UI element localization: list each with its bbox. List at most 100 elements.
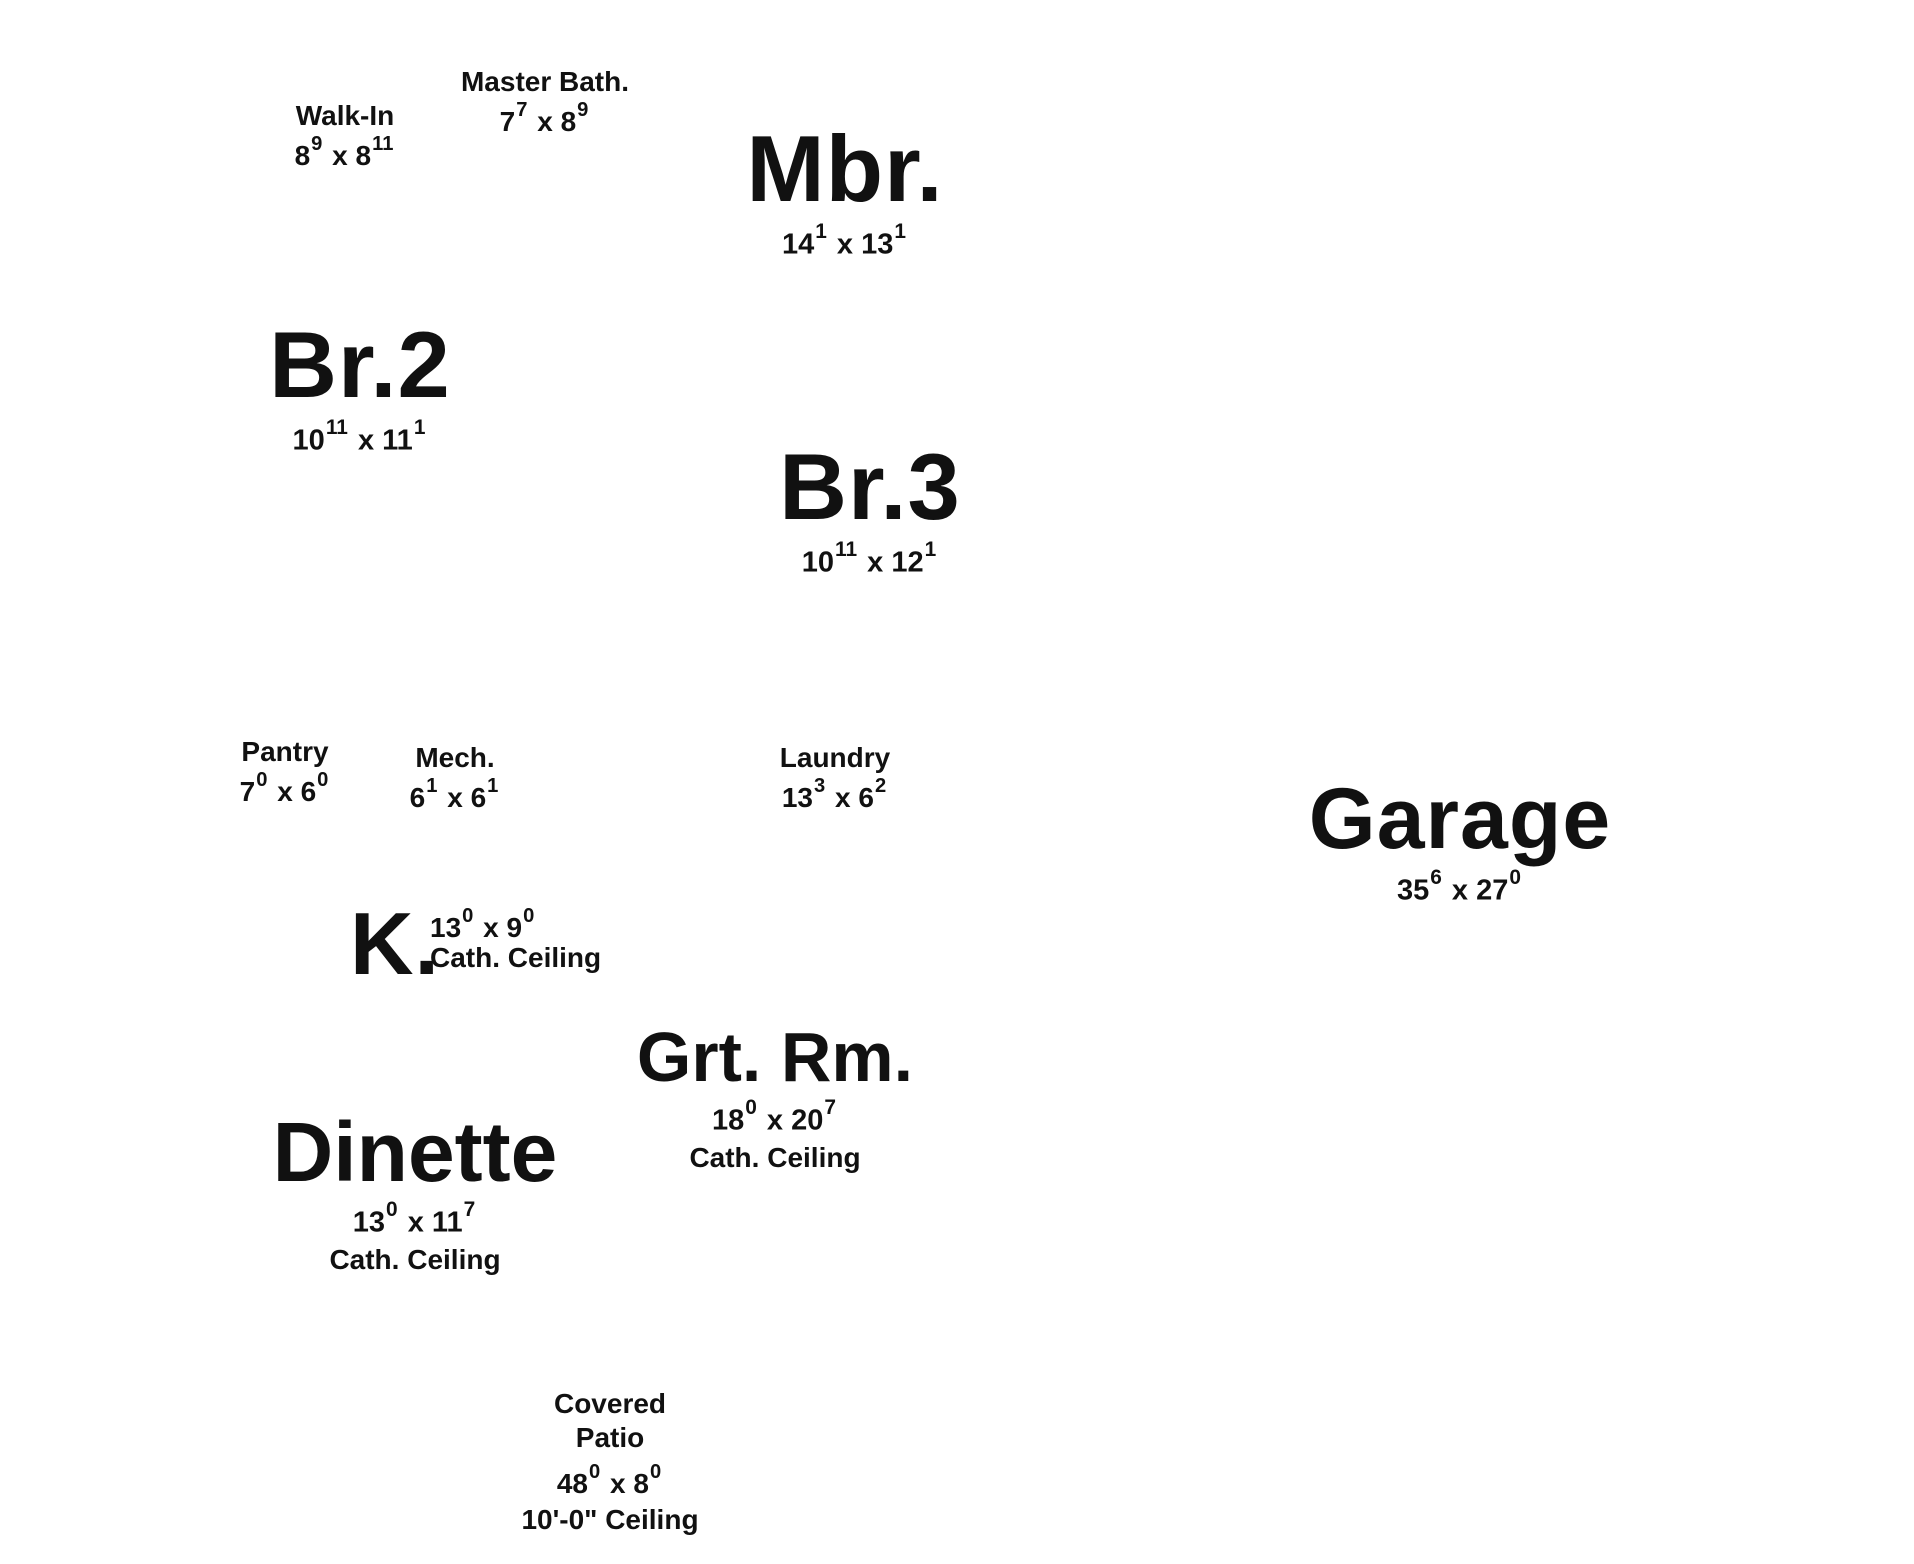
dim-width-inches: 0 — [745, 1096, 757, 1119]
dim-depth-inches: 9 — [577, 99, 589, 121]
dim-width-inches: 11 — [835, 538, 858, 561]
dim-width: 7 — [499, 106, 516, 138]
ceiling-note: 10'-0" Ceiling — [521, 1504, 699, 1536]
dim-depth-inches: 1 — [894, 220, 907, 243]
room-name-line-1: Covered — [553, 1388, 667, 1419]
room-name: Laundry — [779, 742, 891, 773]
room-dinette: Dinette 130 x 117 Cath. Ceiling — [260, 1110, 570, 1274]
dim-separator: x — [537, 106, 553, 138]
dim-width-inches: 6 — [1430, 866, 1442, 889]
dim-depth-inches: 7 — [824, 1096, 837, 1119]
dim-width: 13 — [430, 912, 462, 944]
dim-separator: x — [610, 1468, 626, 1500]
room-bedroom-2: Br.2 1011 x 111 — [265, 318, 455, 456]
room-name: Pantry — [241, 736, 329, 767]
room-dimensions: 480 x 80 — [510, 1462, 710, 1498]
dim-separator: x — [277, 776, 293, 808]
ceiling-note: Cath. Ceiling — [329, 1243, 501, 1275]
ceiling-note: Cath. Ceiling — [689, 1141, 861, 1173]
dim-depth: 11 — [382, 424, 413, 457]
room-name: K. — [350, 894, 440, 993]
dim-depth: 13 — [861, 228, 894, 261]
dim-width-inches: 0 — [256, 769, 268, 791]
dim-width-inches: 11 — [325, 416, 348, 439]
room-dimensions: 130 x 90 — [430, 906, 620, 942]
dim-depth-inches: 1 — [487, 775, 499, 797]
room-dimensions: 89 x 811 — [285, 134, 405, 170]
dim-separator: x — [766, 1104, 784, 1137]
dim-depth: 6 — [858, 782, 874, 814]
room-name-line-2: Patio — [575, 1422, 645, 1453]
dim-depth: 8 — [560, 106, 577, 138]
dim-width-inches: 1 — [426, 775, 438, 797]
room-master-bath: Master Bath. 77 x 89 — [455, 68, 635, 136]
dim-depth-inches: 1 — [924, 538, 937, 561]
dim-separator: x — [483, 912, 499, 944]
dim-width: 18 — [711, 1104, 745, 1137]
dim-depth: 9 — [506, 912, 523, 944]
dim-width: 48 — [556, 1468, 588, 1500]
room-dimensions: 130 x 117 — [260, 1198, 570, 1239]
dim-depth: 12 — [891, 546, 924, 579]
dim-depth-inches: 7 — [463, 1198, 476, 1221]
dim-width: 8 — [294, 140, 311, 172]
dim-depth-inches: 1 — [413, 416, 426, 439]
dim-separator: x — [447, 782, 463, 814]
dim-width: 10 — [292, 424, 325, 457]
room-walk-in: Walk-In 89 x 811 — [285, 102, 405, 170]
dim-separator: x — [332, 140, 348, 172]
dim-width-inches: 0 — [589, 1461, 601, 1483]
room-name: Mbr. — [746, 116, 944, 221]
room-great-room: Grt. Rm. 180 x 207 Cath. Ceiling — [630, 1022, 920, 1172]
dim-separator: x — [1451, 874, 1469, 907]
room-dimensions: 133 x 62 — [770, 776, 900, 812]
room-dimensions: 141 x 131 — [725, 220, 965, 261]
room-kitchen-info: 130 x 90 Cath. Ceiling — [430, 902, 620, 972]
dim-width: 35 — [1396, 874, 1430, 907]
room-name: Br.3 — [779, 434, 961, 539]
dim-separator: x — [357, 424, 375, 457]
dim-width: 13 — [781, 782, 813, 814]
room-dimensions: 180 x 207 — [630, 1096, 920, 1137]
dim-depth: 11 — [431, 1206, 463, 1239]
dim-depth-inches: 0 — [1509, 866, 1522, 889]
room-name: Mech. — [415, 742, 495, 773]
dim-depth-inches: 2 — [874, 775, 887, 797]
room-name: Br.2 — [269, 312, 451, 417]
dim-separator: x — [407, 1206, 424, 1239]
room-name: Grt. Rm. — [636, 1018, 914, 1096]
dim-width-inches: 9 — [311, 133, 323, 155]
dim-depth-inches: 0 — [523, 905, 535, 927]
dim-depth-inches: 0 — [317, 769, 329, 791]
dim-width-inches: 0 — [386, 1198, 398, 1221]
dim-depth: 6 — [470, 782, 487, 814]
room-kitchen: K. — [345, 900, 445, 988]
room-covered-patio: Covered Patio 480 x 80 10'-0" Ceiling — [510, 1390, 710, 1534]
room-master-bedroom: Mbr. 141 x 131 — [725, 122, 965, 260]
dim-depth: 27 — [1476, 874, 1509, 907]
dim-width-inches: 1 — [815, 220, 827, 243]
room-bedroom-3: Br.3 1011 x 121 — [775, 440, 965, 578]
room-name: Master Bath. — [460, 66, 630, 97]
ceiling-note: Cath. Ceiling — [430, 942, 602, 974]
room-name: Dinette — [272, 1105, 558, 1199]
dim-separator: x — [867, 546, 884, 579]
room-name: Garage — [1308, 771, 1612, 867]
dim-width-inches: 3 — [814, 775, 826, 797]
dim-depth: 8 — [633, 1468, 649, 1500]
dim-depth-inches: 0 — [649, 1461, 662, 1483]
dim-separator: x — [836, 228, 854, 261]
dim-width-inches: 0 — [462, 905, 474, 927]
room-garage: Garage 356 x 270 — [1300, 776, 1620, 906]
dim-width: 7 — [239, 776, 256, 808]
room-mechanical: Mech. 61 x 61 — [405, 744, 505, 812]
dim-depth: 8 — [355, 140, 372, 172]
room-dimensions: 1011 x 121 — [775, 538, 965, 579]
dim-width-inches: 7 — [516, 99, 528, 121]
room-dimensions: 77 x 89 — [455, 100, 635, 136]
room-name: Walk-In — [295, 100, 395, 131]
dim-width: 6 — [409, 782, 426, 814]
dim-width: 13 — [352, 1206, 386, 1239]
dim-depth: 6 — [300, 776, 317, 808]
room-pantry: Pantry 70 x 60 — [235, 738, 335, 806]
